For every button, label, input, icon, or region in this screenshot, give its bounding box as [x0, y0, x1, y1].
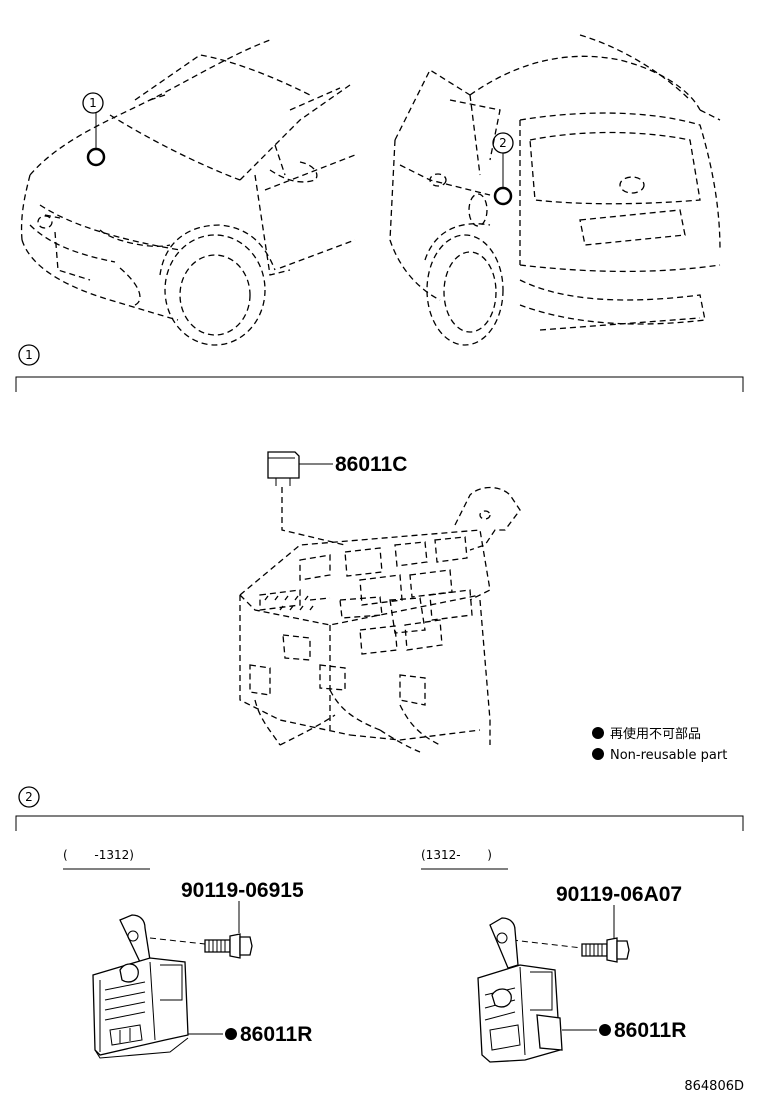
car-rear-illustration: 2: [389, 34, 721, 346]
non-reusable-bullet-icon: [592, 727, 604, 739]
part-number-90119-06915[interactable]: 90119-06915: [181, 879, 304, 902]
figure-id: 864806D: [684, 1079, 744, 1094]
unit-86011r-icon: [92, 914, 189, 1059]
callout-1-label: 1: [89, 96, 97, 110]
non-reusable-bullet-icon: [592, 748, 604, 760]
callout-2-label: 2: [499, 136, 507, 150]
bolt-icon: [581, 937, 630, 963]
location-marker-2: [493, 186, 513, 206]
section-2-left-variant: ( -1312) 90119-06915 86011: [63, 848, 312, 1059]
legend-japanese-label: 再使用不可部品: [610, 726, 701, 742]
car-front-illustration: 1: [20, 39, 356, 346]
section-1-header: 1: [15, 344, 744, 392]
non-reusable-marker-icon: [599, 1024, 611, 1036]
section-1-number: 1: [25, 348, 33, 362]
relay-block-assembly: 86011C: [239, 451, 521, 753]
section-2-number: 2: [25, 790, 33, 804]
bolt-icon: [204, 933, 253, 959]
right-date-range: (1312- ): [421, 848, 492, 862]
part-number-86011r-right[interactable]: 86011R: [614, 1019, 686, 1042]
section-2-bracket: [15, 815, 744, 831]
section-2-right-variant: (1312- ) 90119-06A07 86011R: [421, 848, 686, 1063]
part-number-86011r-left[interactable]: 86011R: [240, 1023, 312, 1046]
part-number-86011c[interactable]: 86011C: [335, 453, 407, 476]
relay-86011c-icon: [267, 451, 300, 486]
part-number-90119-06a07[interactable]: 90119-06A07: [556, 883, 682, 906]
unit-86011r-icon: [477, 917, 563, 1063]
left-date-range: ( -1312): [63, 848, 134, 862]
non-reusable-marker-icon: [225, 1028, 237, 1040]
location-marker-1: [86, 147, 106, 167]
legend: 再使用不可部品 Non-reusable part: [592, 726, 727, 763]
section-2-header: 2: [15, 786, 744, 831]
section-1-bracket: [15, 376, 744, 392]
legend-english-label: Non-reusable part: [610, 748, 727, 763]
